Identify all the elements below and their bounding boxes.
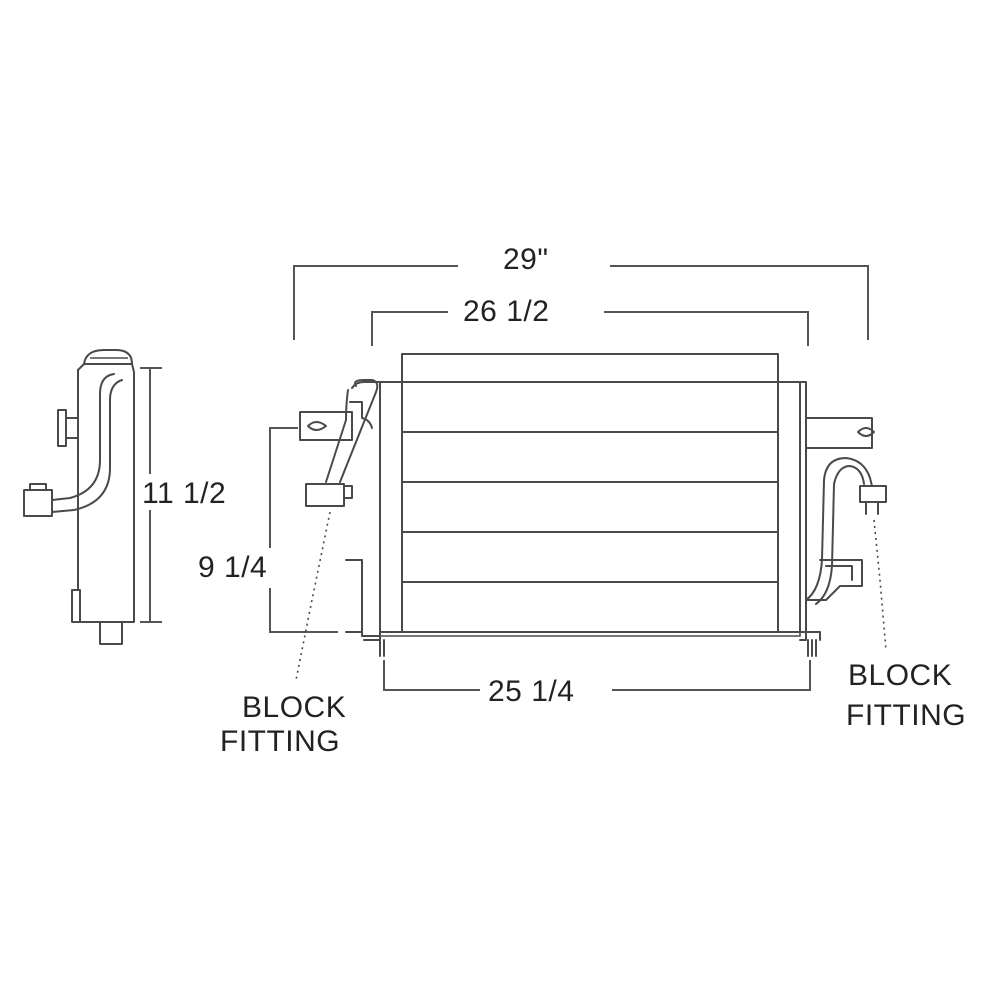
side-height-label: 11 1/2: [142, 477, 227, 510]
side-boss: [57, 409, 67, 447]
side-height-dimension-line: [140, 367, 162, 623]
right-fitting-leader: [873, 519, 887, 651]
front-view: [299, 353, 887, 657]
core-height-label: 9 1/4: [198, 551, 268, 584]
right-callout-line1: BLOCK: [848, 659, 953, 692]
overall-width-label: 29": [503, 243, 549, 276]
left-header: [351, 381, 381, 641]
side-block-fitting: [23, 489, 53, 517]
right-bracket: [805, 417, 873, 449]
core-fins: [401, 431, 779, 583]
core-height-dimension-line: [269, 427, 338, 633]
side-tank: [71, 363, 135, 623]
core-width-dimension-line: [371, 311, 809, 346]
right-tube: [805, 457, 873, 601]
base-width-dimension-line: [383, 660, 811, 691]
right-lower-bracket: [805, 559, 863, 601]
right-callout-line2: FITTING: [846, 699, 967, 732]
core: [379, 381, 801, 633]
core-inner-edges: [401, 381, 779, 633]
right-block-fitting: [859, 485, 887, 503]
base-width-label: 25 1/4: [488, 675, 575, 708]
left-fitting-leader: [295, 511, 331, 681]
right-header: [799, 381, 807, 641]
left-callout-line2: FITTING: [220, 725, 341, 758]
side-tube: [51, 373, 115, 501]
overall-width-dimension-line: [293, 265, 869, 340]
core-width-label: 26 1/2: [463, 295, 550, 328]
left-bracket: [299, 411, 353, 441]
side-cap: [83, 349, 133, 365]
left-block-fitting: [305, 483, 345, 507]
left-callout-line1: BLOCK: [242, 691, 347, 724]
side-bottom-nozzle: [99, 621, 123, 645]
left-tube: [339, 379, 379, 483]
core-top-band: [401, 353, 779, 383]
side-view: [23, 349, 135, 645]
